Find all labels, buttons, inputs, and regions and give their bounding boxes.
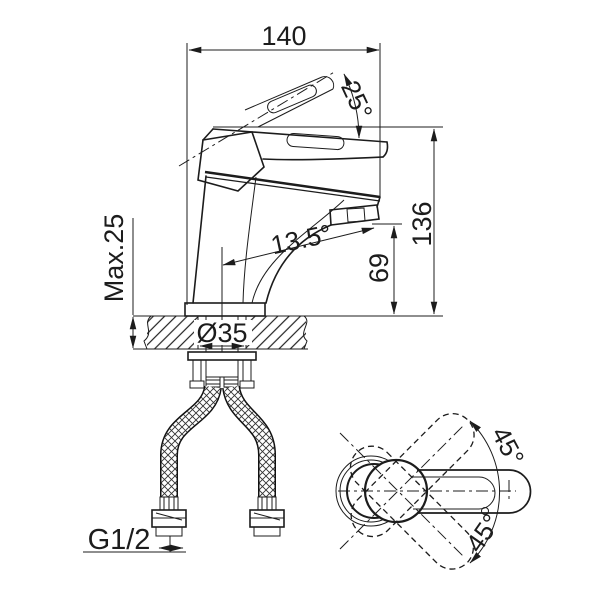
- handle-lever: [197, 128, 389, 192]
- supply-hose-left: [161, 385, 221, 497]
- handle-raised-position: [178, 70, 337, 167]
- handle-centerline: [178, 70, 337, 167]
- height-total-label: 136: [407, 201, 437, 246]
- swing-angle-bottom-label: 45°: [459, 508, 506, 557]
- handle-angle-label: 25°: [335, 76, 379, 124]
- faucet-side-view: [133, 70, 443, 537]
- handle-outline: [417, 469, 532, 514]
- aerator: [329, 204, 380, 226]
- swing-angle-top-label: 45°: [486, 422, 531, 471]
- dim-width-label: 140: [261, 21, 306, 51]
- counter-section: [133, 315, 443, 350]
- supply-hoses: [160, 384, 276, 497]
- handle-top-view: 45° 45°: [335, 412, 532, 570]
- base-flange: [184, 302, 266, 317]
- spout-height-label: 69: [364, 253, 394, 283]
- handle-dot: [481, 507, 489, 515]
- hole-diameter-label: Ø35: [196, 318, 247, 348]
- mounting-washer: [187, 351, 257, 361]
- hose-fittings: [151, 496, 285, 537]
- deck-thickness-label: Max.25: [99, 214, 129, 303]
- thread-size-label: G1/2: [88, 524, 151, 556]
- outlet-angle-label: 13.5°: [268, 218, 334, 260]
- handle-front-cap: [197, 131, 265, 192]
- supply-hose-right: [223, 385, 275, 497]
